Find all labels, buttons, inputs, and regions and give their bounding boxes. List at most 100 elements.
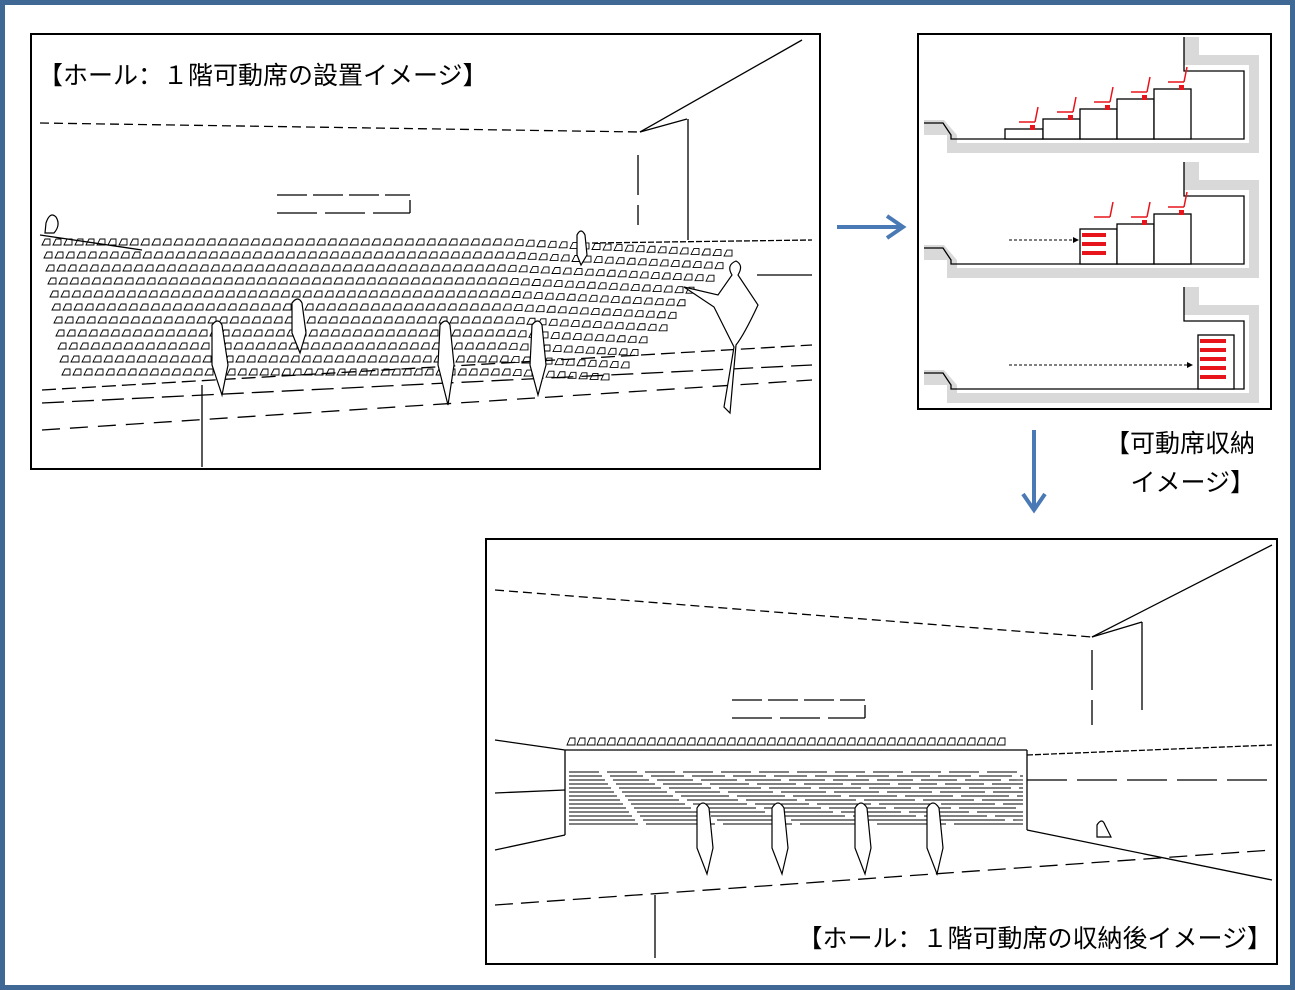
seat-glyph <box>196 316 206 324</box>
seat-glyph <box>306 316 316 324</box>
seat-glyph <box>143 329 153 337</box>
seat-glyph <box>674 286 684 294</box>
seat-glyph <box>187 329 197 337</box>
seat-glyph <box>492 238 502 246</box>
seat-glyph <box>428 251 438 259</box>
seat-glyph <box>554 358 564 366</box>
seat-glyph <box>723 249 733 257</box>
seat-glyph <box>253 329 263 337</box>
seat-glyph <box>381 303 391 311</box>
seat-glyph <box>701 248 711 256</box>
seat-glyph <box>382 238 392 246</box>
seat-glyph <box>194 303 204 311</box>
seat-glyph <box>394 316 404 324</box>
seat-glyph <box>199 264 209 272</box>
seat-glyph <box>273 316 283 324</box>
seat-glyph <box>638 336 648 344</box>
seat-glyph <box>195 238 205 246</box>
seat-markers <box>1019 66 1188 130</box>
seat-glyph <box>92 355 102 363</box>
seat-glyph <box>500 290 510 298</box>
seat-glyph <box>277 342 287 350</box>
seat-glyph <box>121 329 131 337</box>
seat-glyph <box>130 316 140 324</box>
seat-glyph <box>314 368 324 376</box>
seat-glyph <box>866 737 876 746</box>
seat-glyph <box>443 277 453 285</box>
seat-glyph <box>165 329 175 337</box>
seat-glyph <box>159 290 169 298</box>
seat-glyph <box>659 259 669 267</box>
seat-glyph <box>618 348 628 356</box>
seat-glyph <box>269 290 279 298</box>
seat-glyph <box>86 316 96 324</box>
seat-glyph <box>589 372 599 380</box>
seat-glyph <box>641 284 651 292</box>
seat-glyph <box>228 238 238 246</box>
seat-glyph <box>276 264 286 272</box>
seat-glyph <box>489 290 499 298</box>
seat-glyph <box>692 261 702 268</box>
seat-glyph <box>255 342 265 350</box>
seat-glyph <box>373 251 383 259</box>
seat-glyph <box>134 342 144 350</box>
seat-glyph <box>309 264 319 272</box>
seat-glyph <box>609 360 619 368</box>
seat-glyph <box>696 737 706 746</box>
seat-glyph <box>518 265 528 273</box>
seat-glyph <box>570 320 580 327</box>
seat-glyph <box>540 266 550 274</box>
seat-glyph <box>151 238 161 246</box>
seat-glyph <box>174 316 184 324</box>
seat-glyph <box>412 290 422 298</box>
seat-glyph <box>683 273 693 281</box>
seat-glyph <box>270 368 280 376</box>
seat-glyph <box>393 238 403 246</box>
seat-glyph <box>397 264 407 272</box>
seat-glyph <box>466 355 476 363</box>
seat-glyph <box>61 368 71 376</box>
seat-glyph <box>173 238 183 246</box>
seat-glyph <box>126 290 136 298</box>
seat-glyph <box>145 342 155 350</box>
seat-glyph <box>140 238 150 246</box>
seat-glyph <box>189 342 199 350</box>
seat-glyph <box>484 329 494 337</box>
seat-glyph <box>676 299 686 307</box>
seat-glyph <box>246 355 256 363</box>
seat-glyph <box>328 316 338 324</box>
seat-glyph <box>133 264 143 272</box>
seat-glyph <box>533 292 543 300</box>
seat-glyph <box>716 737 726 746</box>
seat-glyph <box>514 239 524 247</box>
seat-glyph <box>57 342 67 350</box>
seat-glyph <box>454 277 464 285</box>
seat-glyph <box>154 329 164 337</box>
seat-glyph <box>506 329 516 337</box>
seat-glyph <box>127 368 137 376</box>
seat-glyph <box>113 277 123 285</box>
seat-glyph <box>182 368 192 376</box>
seat-glyph <box>219 251 229 259</box>
seat-glyph <box>886 737 896 746</box>
seat-glyph <box>472 251 482 259</box>
seat-glyph <box>279 355 289 363</box>
seat-glyph <box>694 274 704 282</box>
seat-glyph <box>260 303 270 311</box>
seat-glyph <box>319 329 329 337</box>
seat-glyph <box>307 251 317 259</box>
seat-glyph <box>478 290 488 298</box>
seat-glyph <box>574 346 584 354</box>
seat-glyph <box>361 316 371 324</box>
seat-glyph <box>690 248 700 255</box>
seat-glyph <box>186 251 196 259</box>
seat-glyph <box>456 290 466 298</box>
seat-glyph <box>523 369 533 377</box>
seat-glyph <box>325 368 335 376</box>
seat-glyph <box>429 329 439 337</box>
seat-glyph <box>266 342 276 350</box>
seat-glyph <box>116 368 126 376</box>
seat-glyph <box>647 323 657 331</box>
seat-glyph <box>531 279 541 286</box>
seat-glyph <box>615 257 625 265</box>
